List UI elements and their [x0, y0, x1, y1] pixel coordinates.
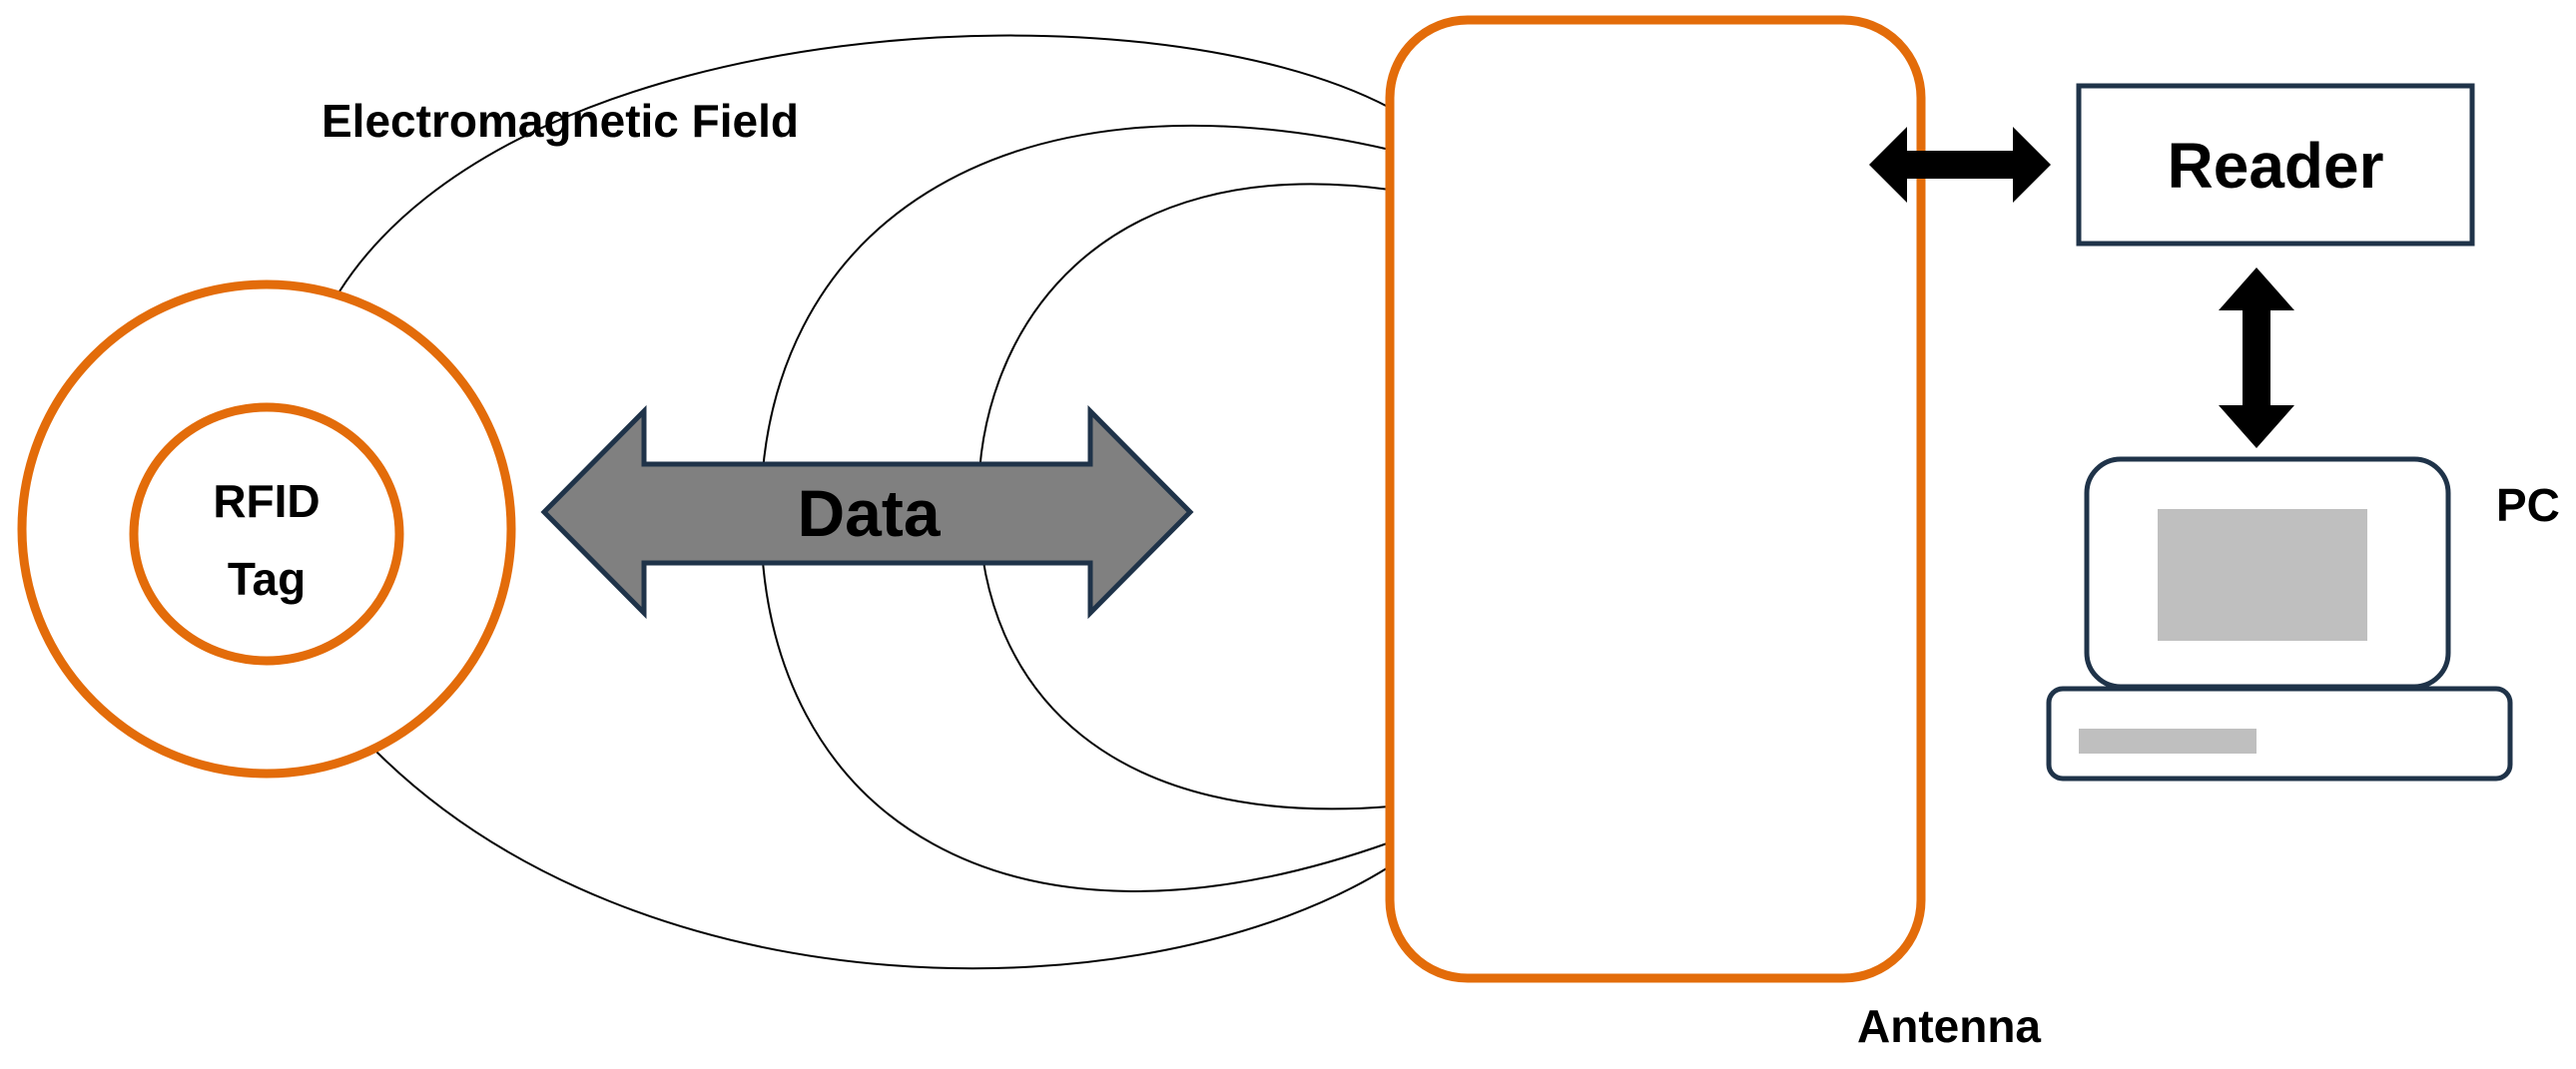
reader-pc-arrow-icon: [2219, 267, 2294, 448]
field-line-outer: [338, 34, 1391, 292]
pc-label: PC: [2496, 479, 2560, 531]
antenna-box: [1385, 15, 1926, 983]
data-arrow: Data: [540, 404, 1194, 620]
antenna-reader-arrow-icon: [1869, 127, 2051, 203]
pc-keyboard-base: [2046, 686, 2513, 782]
rfid-tag-label-line2: Tag: [228, 553, 306, 605]
data-double-arrow-icon: [540, 404, 1194, 620]
rfid-tag: RFID Tag: [17, 279, 516, 779]
reader-box: [2076, 83, 2475, 247]
rfid-tag-inner-ring: [129, 402, 404, 666]
pc-keyboard-slot: [2079, 729, 2256, 754]
rfid-tag-label-line1: RFID: [213, 475, 320, 527]
electromagnetic-field-label: Electromagnetic Field: [322, 95, 799, 147]
antenna-label: Antenna: [1857, 1000, 2041, 1052]
reader: Reader: [2076, 83, 2475, 247]
reader-label: Reader: [2168, 130, 2384, 202]
field-line-outer-bottom: [370, 746, 1391, 970]
data-label: Data: [797, 476, 941, 550]
pc: PC: [2046, 456, 2560, 782]
pc-screen: [2158, 509, 2367, 641]
